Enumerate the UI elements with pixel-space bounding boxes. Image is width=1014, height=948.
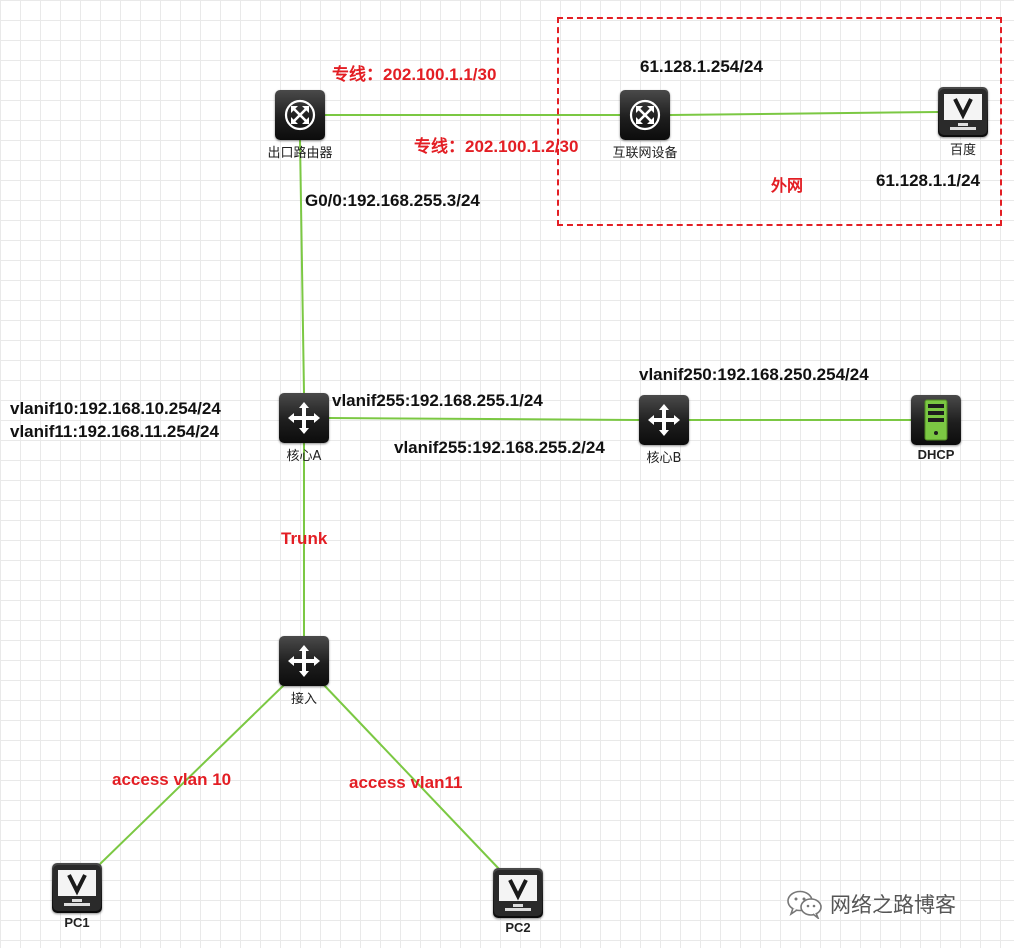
- link-egress-router-core-a: [299, 139, 305, 394]
- access-vlan11-label: access vlan11: [349, 773, 463, 792]
- wechat-icon: [787, 890, 822, 919]
- core-a-switch[interactable]: 核心A: [279, 393, 329, 464]
- router-icon: [620, 90, 670, 140]
- access-vlan10-label: access vlan 10: [112, 770, 232, 789]
- pc2[interactable]: PC2: [493, 868, 543, 935]
- internet-device[interactable]: 互联网设备: [612, 90, 678, 161]
- link-access-pc2: [322, 683, 501, 871]
- egress-router[interactable]: 出口路由器: [267, 90, 333, 161]
- switch-icon: [639, 395, 689, 445]
- core-a-label: 核心A: [286, 449, 322, 464]
- leased-line-internet-label: 专线：202.100.1.2/30: [414, 137, 579, 156]
- router-g00-ip-label: G0/0:192.168.255.3/24: [305, 191, 480, 210]
- external-network-label: 外网: [771, 176, 804, 195]
- pc1[interactable]: PC1: [52, 863, 102, 930]
- vlanif255-core-a-label: vlanif255:192.168.255.1/24: [332, 391, 543, 410]
- access-switch[interactable]: 接入: [279, 636, 329, 707]
- baidu-ip-label: 61.128.1.1/24: [876, 171, 980, 190]
- dhcp-label: DHCP: [917, 447, 955, 462]
- egress-router-label: 出口路由器: [267, 146, 333, 161]
- pc-icon: [493, 868, 543, 918]
- vlanif255-core-b-label: vlanif255:192.168.255.2/24: [394, 438, 605, 457]
- link-internet-device-baidu: [669, 111, 939, 116]
- trunk-label: Trunk: [281, 529, 328, 548]
- internet-gateway-ip-label: 61.128.1.254/24: [640, 57, 763, 76]
- pc-icon: [52, 863, 102, 913]
- vlanif250-label: vlanif250:192.168.250.254/24: [639, 365, 869, 384]
- vlanif11-label: vlanif11:192.168.11.254/24: [10, 422, 219, 441]
- server-icon: [911, 395, 961, 445]
- baidu-host[interactable]: 百度: [938, 87, 988, 158]
- pc1-label: PC1: [64, 915, 90, 930]
- baidu-label: 百度: [949, 143, 976, 158]
- external-network-boundary: [557, 17, 1002, 226]
- router-icon: [275, 90, 325, 140]
- link-core-a-core-b: [328, 417, 640, 421]
- access-label: 接入: [290, 692, 317, 707]
- watermark: 网络之路博客: [786, 889, 956, 919]
- switch-icon: [279, 393, 329, 443]
- switch-icon: [279, 636, 329, 686]
- core-b-label: 核心B: [646, 451, 682, 466]
- core-b-switch[interactable]: 核心B: [639, 395, 689, 466]
- pc2-label: PC2: [505, 920, 531, 935]
- internet-device-label: 互联网设备: [612, 146, 678, 161]
- vlanif10-label: vlanif10:192.168.10.254/24: [10, 399, 221, 418]
- watermark-text: 网络之路博客: [830, 893, 956, 917]
- leased-line-router-label: 专线：202.100.1.1/30: [332, 65, 497, 84]
- pc-icon: [938, 87, 988, 137]
- link-access-pc1: [99, 683, 286, 865]
- dhcp-server[interactable]: DHCP: [911, 395, 961, 462]
